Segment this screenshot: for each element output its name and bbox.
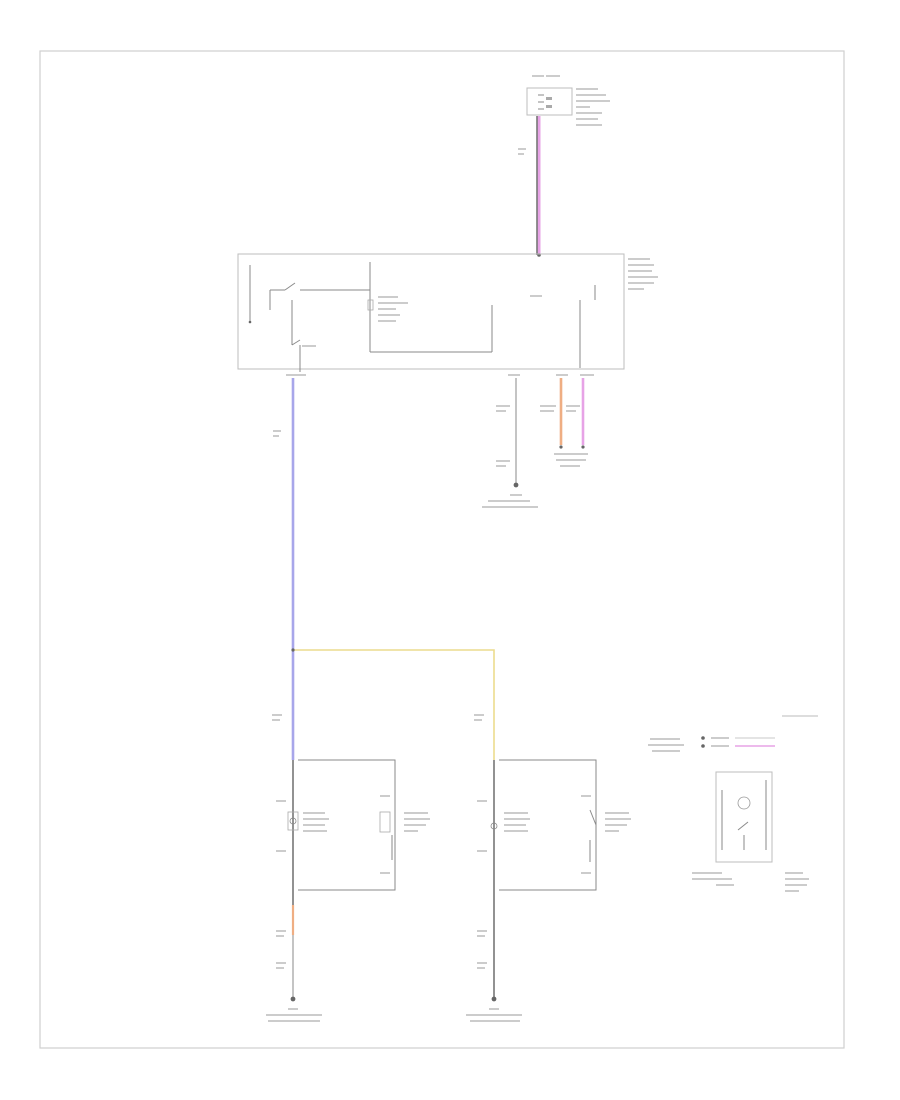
left-lamp-group — [276, 759, 430, 905]
control-module — [237, 253, 658, 372]
inset-switch-legend — [648, 715, 818, 892]
right-lamp-group — [477, 759, 631, 997]
ground-point-left — [290, 996, 296, 1002]
diagram-frame — [39, 50, 845, 1049]
ground-point-right — [491, 996, 497, 1002]
fuse-block — [526, 75, 610, 126]
wire-yellow-branch — [293, 649, 495, 760]
ground-point-center — [513, 482, 519, 488]
